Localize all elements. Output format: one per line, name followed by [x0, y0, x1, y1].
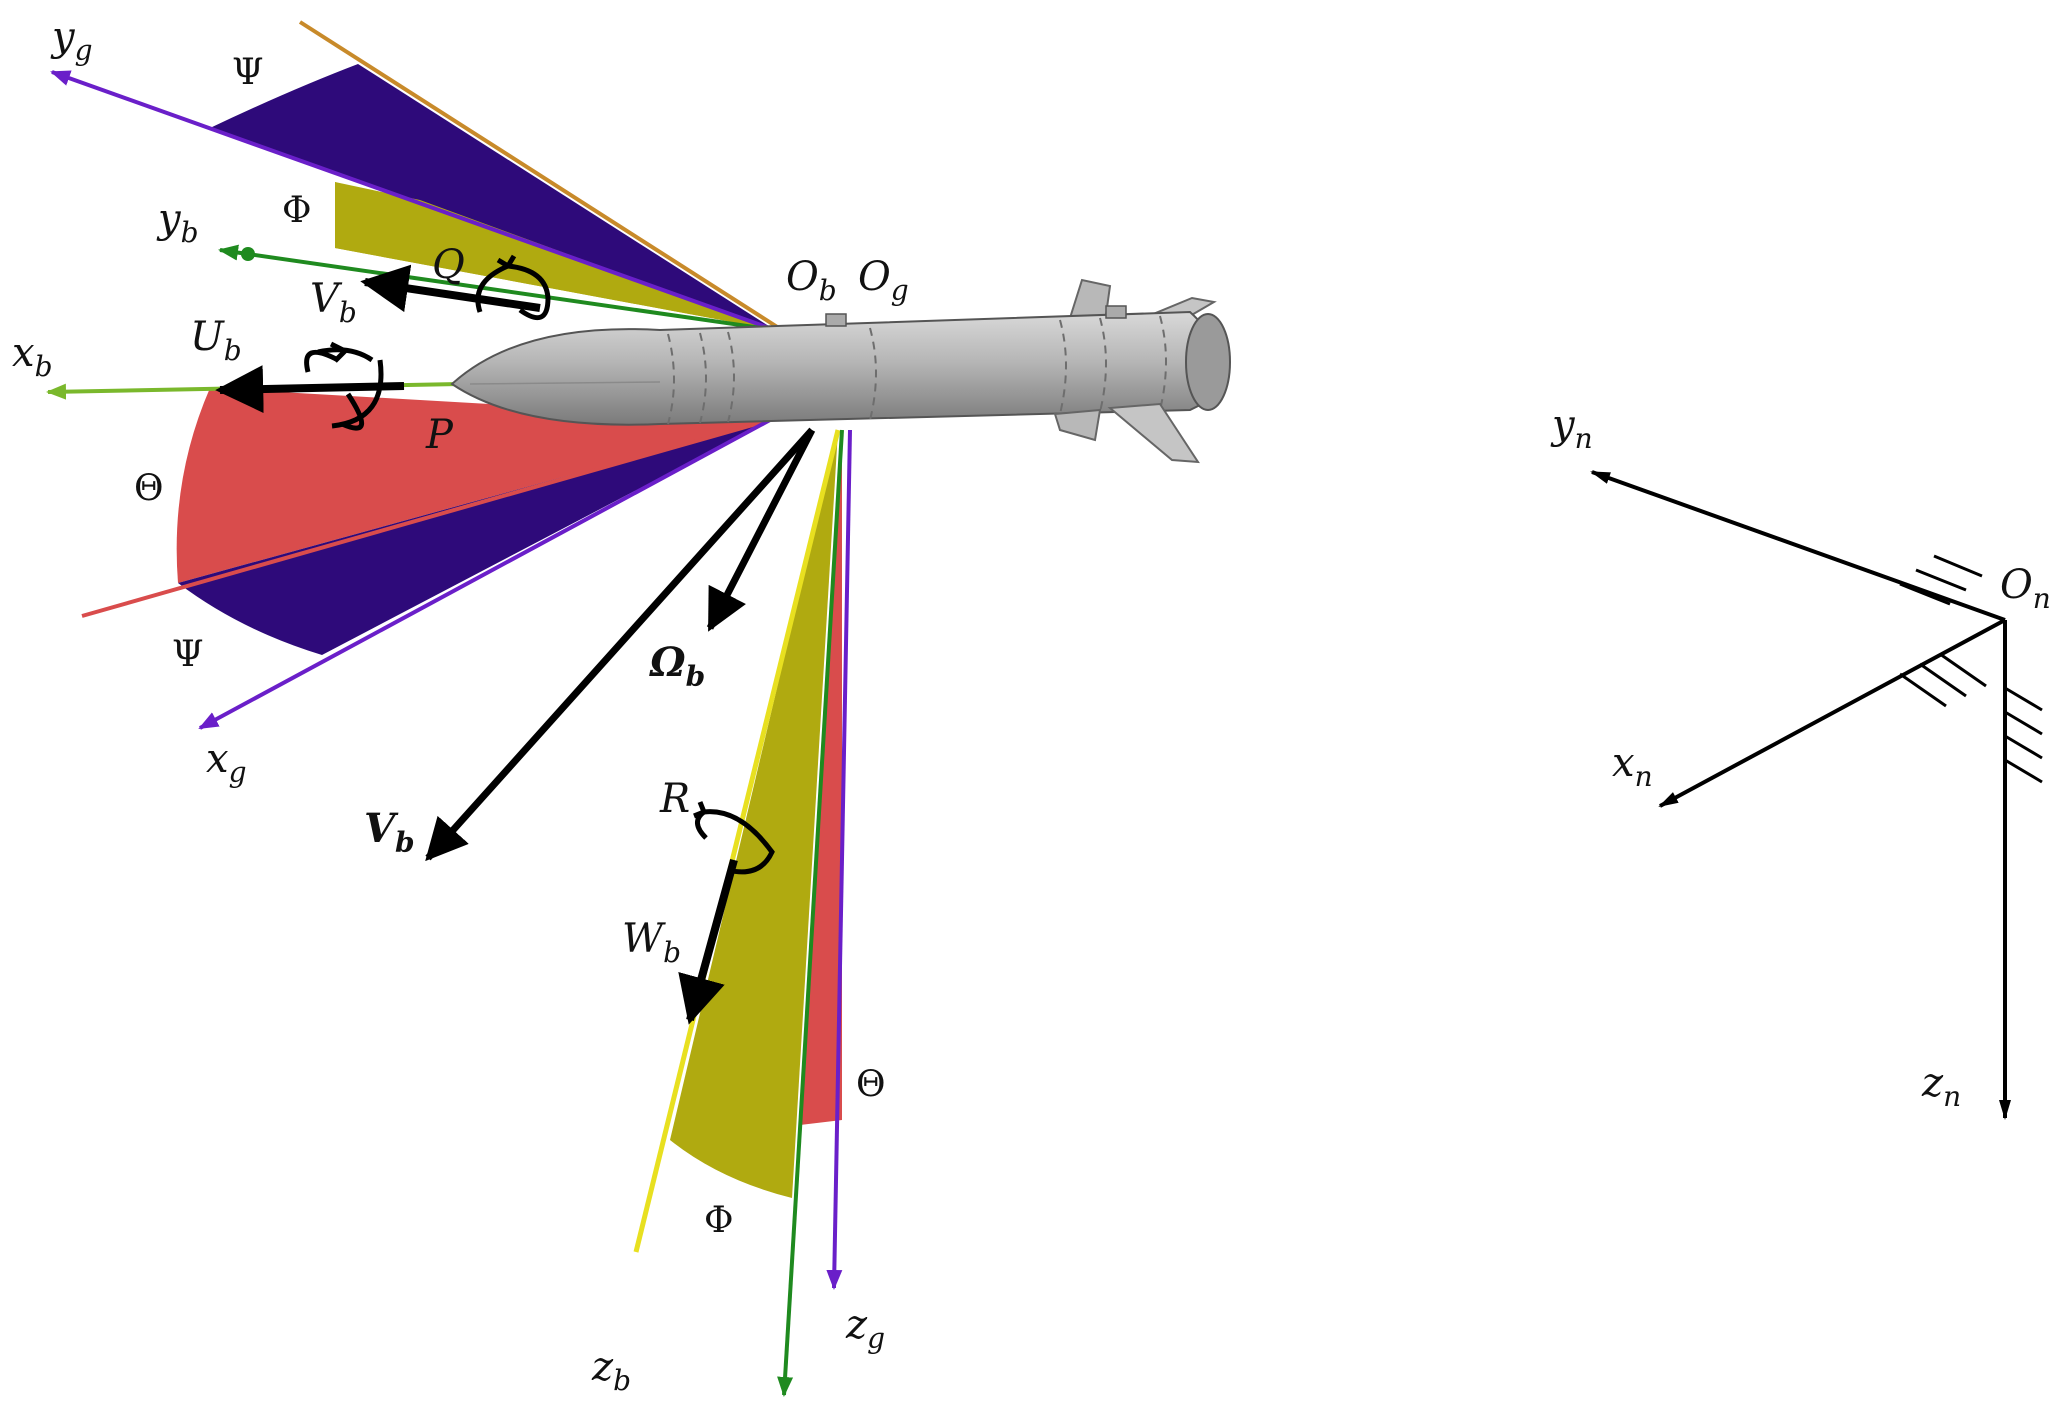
label-zg: zg: [845, 1302, 885, 1355]
missile-fin-bottom-rear: [1053, 408, 1102, 442]
label-wb: Wb: [622, 916, 681, 969]
rotation-indicators: [304, 254, 775, 875]
velocity-arrows: [215, 264, 816, 1025]
yaw-wedge-upper: [210, 64, 775, 330]
label-r: R: [659, 776, 690, 822]
label-yb: yb: [156, 196, 199, 249]
yb-axis: [218, 244, 776, 332]
xn-axis: [1658, 618, 2006, 808]
label-omega-b: Ωb: [649, 639, 705, 693]
label-vb-velocity: Vb: [364, 805, 415, 859]
label-ob: Ob: [786, 254, 837, 307]
label-theta-right: Θ: [856, 1064, 886, 1105]
label-phi-bottom: Φ: [704, 1200, 734, 1241]
label-og: Og: [858, 254, 909, 307]
missile-lug-rear: [1105, 305, 1127, 319]
label-zn: zn: [1921, 1060, 1961, 1113]
q-rotation-icon: [475, 263, 551, 321]
yellow-reference-line: [633, 429, 841, 1253]
label-q: Q: [432, 242, 465, 288]
p-rotation-icon: [304, 349, 365, 431]
velocity-vector-arrow: [425, 427, 815, 862]
yaw-wedge-lower: [178, 420, 770, 655]
yg-axis: [50, 70, 776, 332]
label-p: P: [425, 412, 454, 458]
label-psi-bottom: Ψ: [172, 634, 204, 675]
xg-axis: [198, 418, 771, 730]
r-rotation-icon: [695, 809, 775, 875]
roll-wedge-upper-2: [335, 182, 775, 330]
missile-body: [450, 278, 1231, 464]
label-yg: yg: [50, 14, 93, 67]
reference-line-orange: [298, 20, 784, 332]
missile-fin-bottom-right: [1107, 402, 1200, 464]
pitch-wedge: [176, 388, 770, 583]
label-theta-left: Θ: [134, 468, 164, 509]
missile-tail-end: [1185, 313, 1231, 411]
label-psi-top: Ψ: [232, 52, 264, 93]
label-xg: xg: [206, 736, 247, 789]
label-phi-top: Φ: [282, 190, 312, 231]
missile-fuselage: [450, 310, 1224, 426]
label-xn: xn: [1612, 740, 1653, 793]
zb-axis: [777, 429, 844, 1397]
label-yn: yn: [1550, 402, 1593, 455]
wb-arrow: [678, 858, 738, 1025]
labels: yg Ψ Φ yb Q Vb Ob Og xb Ub P Θ Ψ xg Ωb V…: [12, 14, 2051, 1397]
angular-velocity-arrow: [706, 428, 816, 632]
zg-axis: [826, 429, 852, 1290]
vb-body-arrow: [360, 264, 541, 313]
missile-lug-front: [825, 313, 847, 327]
label-zb: zb: [591, 1344, 631, 1397]
ground-hatching: [1899, 554, 2043, 784]
yb-axis-dot: [241, 247, 255, 261]
red-reference-line: [81, 418, 771, 618]
yn-axis: [1590, 470, 2006, 622]
label-xb: xb: [12, 330, 53, 383]
label-on: On: [2000, 562, 2051, 615]
label-vb-body: Vb: [310, 276, 357, 329]
label-ub: Ub: [190, 314, 242, 367]
ub-arrow: [215, 365, 405, 414]
navigation-frame: [1590, 470, 2043, 1120]
